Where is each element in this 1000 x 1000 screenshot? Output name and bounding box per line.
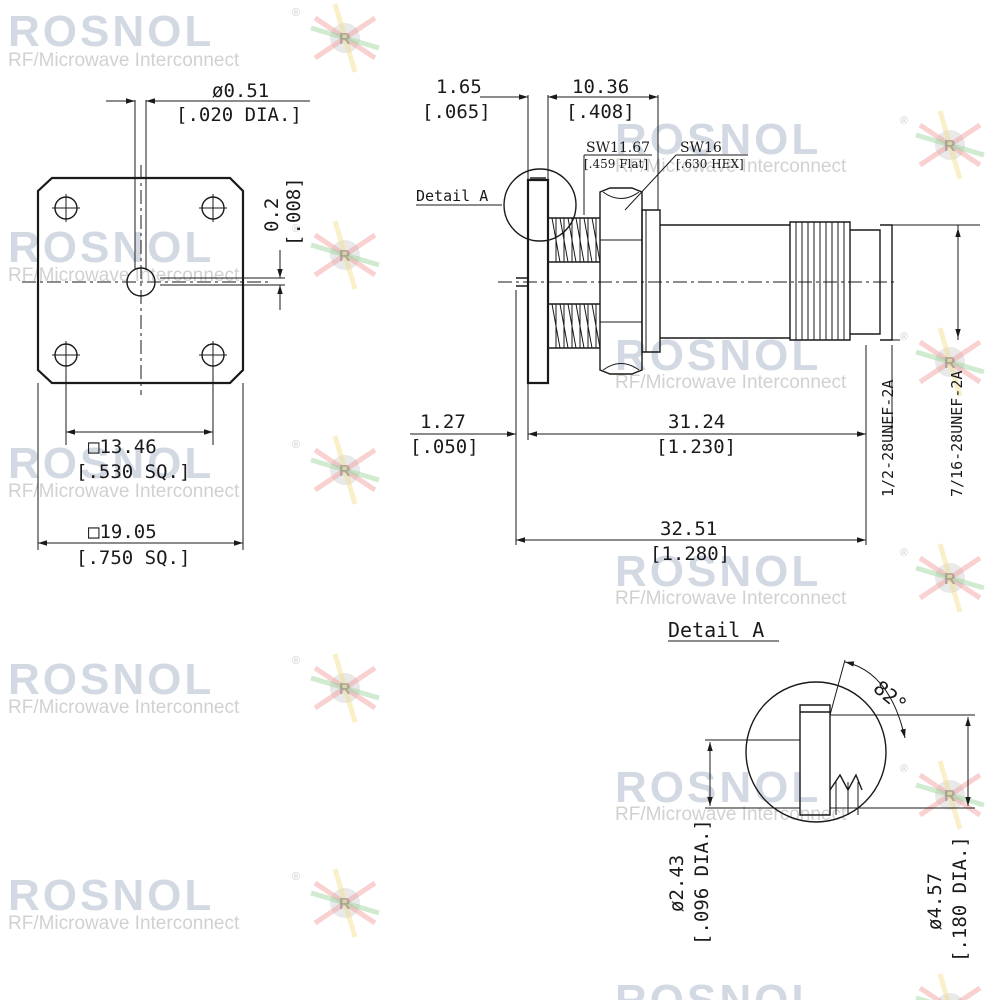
flange-thk-label: 1.65: [436, 76, 482, 98]
sw-hex-in-label: [.630 HEX]: [676, 157, 744, 171]
pin-ext-label: 1.27: [420, 411, 466, 433]
rear-thread: [789, 221, 893, 341]
dia-small-label: ø2.43: [666, 855, 688, 912]
watermark-brand: ROSNOL: [615, 763, 821, 812]
flange-outline: [36, 176, 245, 385]
body-len-in-label: [1.230]: [656, 436, 736, 458]
pin-extension: [516, 277, 528, 287]
flange-size-label: □19.05: [88, 521, 157, 543]
watermark-7: ROSNOL ® RF/Microwave Interconnect: [8, 654, 379, 722]
overall-len-label: 32.51: [660, 518, 717, 540]
watermark-5: ROSNOL ® RF/Microwave Interconnect: [8, 436, 379, 504]
watermark-9: ROSNOL ® RF/Microwave Interconnect: [8, 869, 379, 937]
front-view: ø0.51 [.020 DIA.] 0.2 [.008] □13.46 [.53…: [22, 80, 310, 569]
hole-spacing-in-label: [.530 SQ.]: [76, 461, 190, 483]
watermark-10: ROSNOL: [615, 974, 984, 1000]
watermark-tagline: RF/Microwave Interconnect: [8, 265, 240, 286]
watermark-brand: ROSNOL: [8, 7, 214, 56]
watermark-registered: ®: [292, 871, 300, 883]
watermark-tagline: RF/Microwave Interconnect: [8, 50, 240, 71]
hole-spacing-label: □13.46: [88, 436, 157, 458]
dia-small-in-label: [.096 DIA.]: [691, 819, 713, 945]
rosnol-logo-icon: [916, 761, 984, 829]
angle-label: 82°: [869, 675, 912, 717]
overall-len-in-label: [1.280]: [650, 543, 730, 565]
thread1-label: 1/2-28UNEF-2A: [879, 380, 897, 497]
watermark-brand: ROSNOL: [8, 871, 214, 920]
washer: [641, 209, 661, 353]
watermark-registered: ®: [900, 763, 908, 775]
watermark-brand: ROSNOL: [8, 223, 214, 272]
watermark-4: ROSNOL ® RF/Microwave Interconnect: [615, 328, 984, 396]
pin-dia-in-label: [.020 DIA.]: [176, 104, 302, 126]
detail-a-callout: [503, 168, 577, 242]
flange-thk-in-label: [.065]: [422, 101, 491, 123]
watermark-tagline: RF/Microwave Interconnect: [8, 697, 240, 718]
watermark-tagline: RF/Microwave Interconnect: [8, 913, 240, 934]
watermark-2: ROSNOL ® RF/Microwave Interconnect: [615, 111, 984, 179]
detail-a-circle: [745, 681, 887, 823]
rosnol-logo-icon: [311, 436, 379, 504]
thread-lower: [548, 303, 601, 349]
thread-len-label: 10.36: [572, 76, 629, 98]
watermark-brand: ROSNOL: [615, 976, 821, 1000]
rosnol-logo-icon: [916, 111, 984, 179]
rosnol-logo-icon: [311, 4, 379, 72]
watermark-group: ROSNOL ® RF/Microwave Interconnect ROSNO…: [8, 4, 984, 1000]
sw-flat-label: SW11.67: [586, 140, 650, 156]
watermark-registered: ®: [292, 655, 300, 667]
watermark-1: ROSNOL ® RF/Microwave Interconnect: [8, 4, 379, 72]
rosnol-logo-icon: [311, 869, 379, 937]
watermark-registered: ®: [900, 547, 908, 559]
thread-upper: [548, 217, 601, 263]
pin-ext-in-label: [.050]: [410, 436, 479, 458]
watermark-tagline: RF/Microwave Interconnect: [615, 588, 847, 609]
pin-offset-in-label: [.008]: [283, 177, 305, 246]
watermark-registered: ®: [900, 115, 908, 127]
dia-large-in-label: [.180 DIA.]: [949, 836, 971, 962]
watermark-tagline: RF/Microwave Interconnect: [8, 481, 240, 502]
watermark-registered: ®: [900, 331, 908, 343]
dia-large-label: ø4.57: [924, 873, 946, 930]
watermark-tagline: RF/Microwave Interconnect: [615, 372, 847, 393]
rosnol-logo-icon: [311, 221, 379, 289]
hex-nut: [599, 187, 643, 375]
watermark-brand: ROSNOL: [8, 655, 214, 704]
watermark-registered: ®: [292, 223, 300, 235]
detail-a-title: Detail A: [668, 618, 764, 642]
watermark-3: ROSNOL ® RF/Microwave Interconnect: [8, 221, 379, 289]
side-view: Detail A 1.65 [.065] 10.36 [.408] SW11.6…: [410, 76, 980, 565]
watermark-registered: ®: [292, 7, 300, 19]
watermark-brand: ROSNOL: [8, 439, 214, 488]
side-flange: [526, 178, 550, 385]
rosnol-logo-icon: [311, 654, 379, 722]
watermark-6: ROSNOL ® RF/Microwave Interconnect: [615, 544, 984, 612]
watermark-tagline: RF/Microwave Interconnect: [615, 804, 847, 825]
flange-size-in-label: [.750 SQ.]: [76, 547, 190, 569]
detail-a-ref-label: Detail A: [416, 187, 488, 205]
pin-dia-label: ø0.51: [212, 80, 269, 102]
body-len-label: 31.24: [668, 411, 725, 433]
watermark-8: ROSNOL ® RF/Microwave Interconnect: [615, 761, 984, 829]
watermark-brand: ROSNOL: [615, 331, 821, 380]
watermark-tagline: RF/Microwave Interconnect: [615, 156, 847, 177]
rosnol-logo-icon: [916, 544, 984, 612]
thread2-label: 7/16-28UNEF-2A: [948, 371, 966, 497]
pin-offset-label: 0.2: [261, 198, 283, 232]
watermark-brand: ROSNOL: [615, 115, 821, 164]
thread-len-in-label: [.408]: [566, 101, 635, 123]
rosnol-logo-icon: [916, 974, 984, 1000]
watermark-registered: ®: [292, 439, 300, 451]
detail-a-view: Detail A 82° ø2.43 [.096 DIA.] ø4.57 [.1…: [666, 618, 975, 962]
body-tube: [660, 224, 790, 339]
watermark-brand: ROSNOL: [615, 547, 821, 596]
sw-flat-in-label: [.459 Flat]: [584, 157, 648, 171]
sw-hex-label: SW16: [680, 140, 722, 156]
